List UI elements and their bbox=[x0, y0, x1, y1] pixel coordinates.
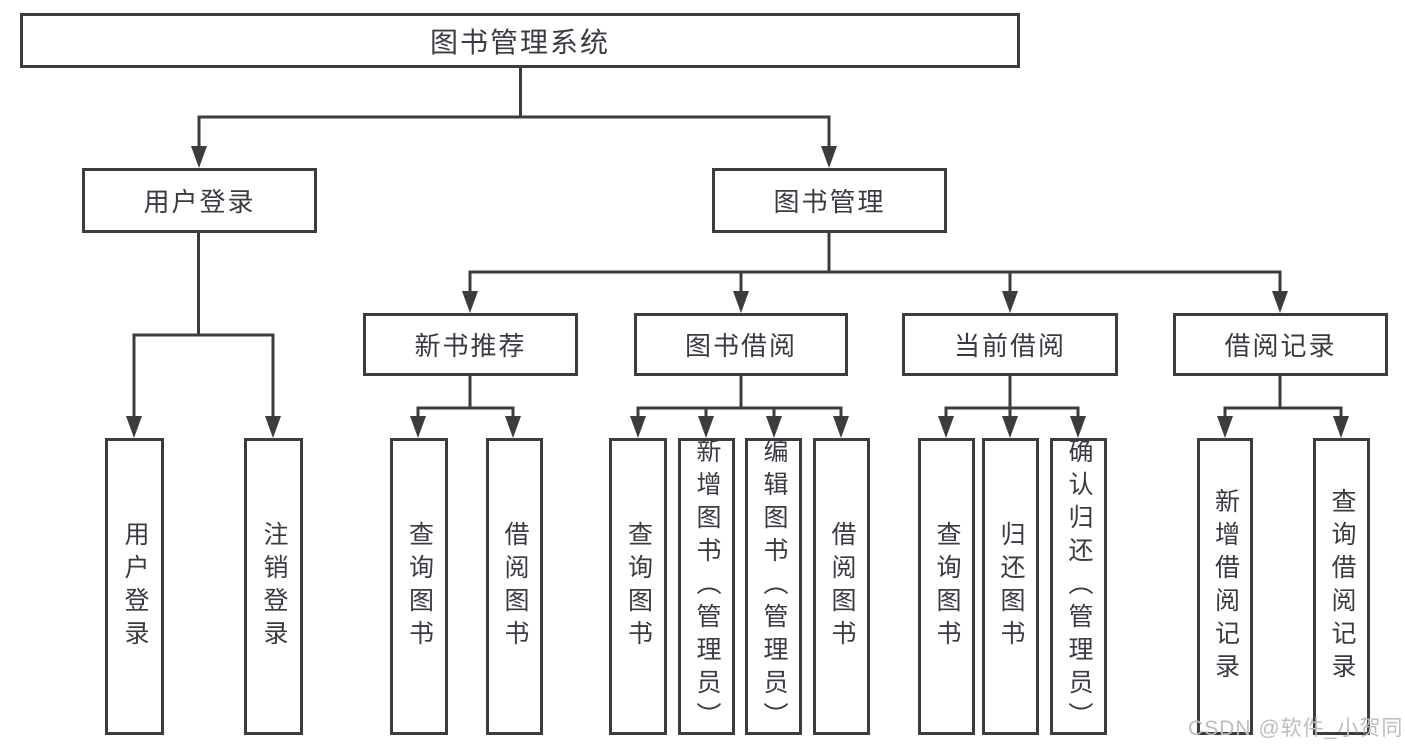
arrow-head bbox=[265, 416, 281, 438]
arrow-head bbox=[698, 416, 714, 438]
arrow-head bbox=[462, 291, 478, 313]
arrow-head bbox=[1272, 291, 1288, 313]
node-label: 图书管理 bbox=[773, 187, 886, 217]
arrow-head bbox=[766, 416, 782, 438]
node-label: 新增图书（管理员） bbox=[693, 438, 721, 735]
connector-book-borrow-children bbox=[636, 374, 843, 418]
node-leaf-add-borrow-record: 新增借阅记录 bbox=[1197, 438, 1253, 735]
node-user-login: 用户登录 bbox=[82, 168, 317, 233]
arrow-head bbox=[410, 416, 426, 438]
node-leaf-user-login: 用户登录 bbox=[105, 438, 164, 735]
node-leaf-add-books-admin: 新增图书（管理员） bbox=[678, 438, 735, 735]
arrow-head bbox=[1070, 416, 1086, 438]
arrow-head bbox=[1002, 291, 1018, 313]
node-book-borrow: 图书借阅 bbox=[634, 313, 848, 376]
connector-user-login-children bbox=[132, 231, 275, 418]
arrow-head bbox=[630, 416, 646, 438]
node-label: 借阅记录 bbox=[1224, 331, 1337, 361]
node-leaf-query-books-recommend: 查询图书 bbox=[390, 438, 448, 735]
node-leaf-query-current: 查询图书 bbox=[918, 438, 975, 735]
connector-new-books-children bbox=[416, 374, 515, 418]
node-label: 查询图书 bbox=[624, 520, 653, 653]
node-label: 查询图书 bbox=[933, 520, 961, 653]
node-label: 新书推荐 bbox=[414, 331, 527, 361]
arrow-head bbox=[821, 146, 837, 168]
arrow-head bbox=[938, 416, 954, 438]
arrow-head bbox=[733, 291, 749, 313]
node-label: 归还图书 bbox=[997, 520, 1025, 653]
arrow-head bbox=[833, 416, 849, 438]
node-library-system: 图书管理系统 bbox=[20, 13, 1020, 68]
node-label: 用户登录 bbox=[143, 187, 256, 217]
arrow-head bbox=[126, 416, 142, 438]
node-leaf-query-books: 查询图书 bbox=[609, 438, 667, 735]
node-label: 注销登录 bbox=[260, 520, 288, 653]
node-leaf-borrow-books-recommend: 借阅图书 bbox=[486, 438, 543, 735]
arrow-head bbox=[191, 146, 207, 168]
node-label: 图书管理系统 bbox=[429, 26, 610, 58]
node-label: 确认归还（管理员） bbox=[1065, 438, 1093, 735]
node-current-borrow: 当前借阅 bbox=[902, 313, 1118, 376]
node-label: 编辑图书（管理员） bbox=[760, 438, 788, 735]
node-label: 用户登录 bbox=[121, 520, 149, 653]
arrow-head bbox=[1333, 416, 1349, 438]
node-leaf-confirm-return-admin: 确认归还（管理员） bbox=[1050, 438, 1107, 735]
arrow-head bbox=[505, 416, 521, 438]
node-new-book-recommend: 新书推荐 bbox=[363, 313, 578, 376]
arrow-head bbox=[1002, 416, 1018, 438]
node-label: 借阅图书 bbox=[501, 520, 529, 653]
node-leaf-edit-books-admin: 编辑图书（管理员） bbox=[745, 438, 802, 735]
node-label: 图书借阅 bbox=[684, 331, 797, 361]
arrow-head bbox=[1217, 416, 1233, 438]
node-label: 新增借阅记录 bbox=[1211, 487, 1240, 686]
node-label: 借阅图书 bbox=[828, 520, 856, 653]
node-leaf-logout: 注销登录 bbox=[244, 438, 303, 735]
node-leaf-return-books: 归还图书 bbox=[982, 438, 1039, 735]
node-borrow-records: 借阅记录 bbox=[1173, 313, 1388, 376]
csdn-watermark: CSDN @软件_小贺同学 bbox=[1188, 717, 1405, 740]
connector-book-mgmt-children bbox=[468, 231, 1282, 293]
connector-root-to-level1 bbox=[197, 66, 831, 148]
connector-current-borrow-children bbox=[944, 374, 1080, 418]
node-leaf-borrow-books: 借阅图书 bbox=[813, 438, 870, 735]
node-label: 查询图书 bbox=[405, 520, 434, 653]
node-label: 查询借阅记录 bbox=[1328, 487, 1356, 686]
connector-borrow-records-children bbox=[1223, 374, 1343, 418]
node-label: 当前借阅 bbox=[953, 331, 1066, 361]
node-leaf-query-borrow-record: 查询借阅记录 bbox=[1313, 438, 1370, 735]
node-book-management: 图书管理 bbox=[712, 168, 947, 233]
